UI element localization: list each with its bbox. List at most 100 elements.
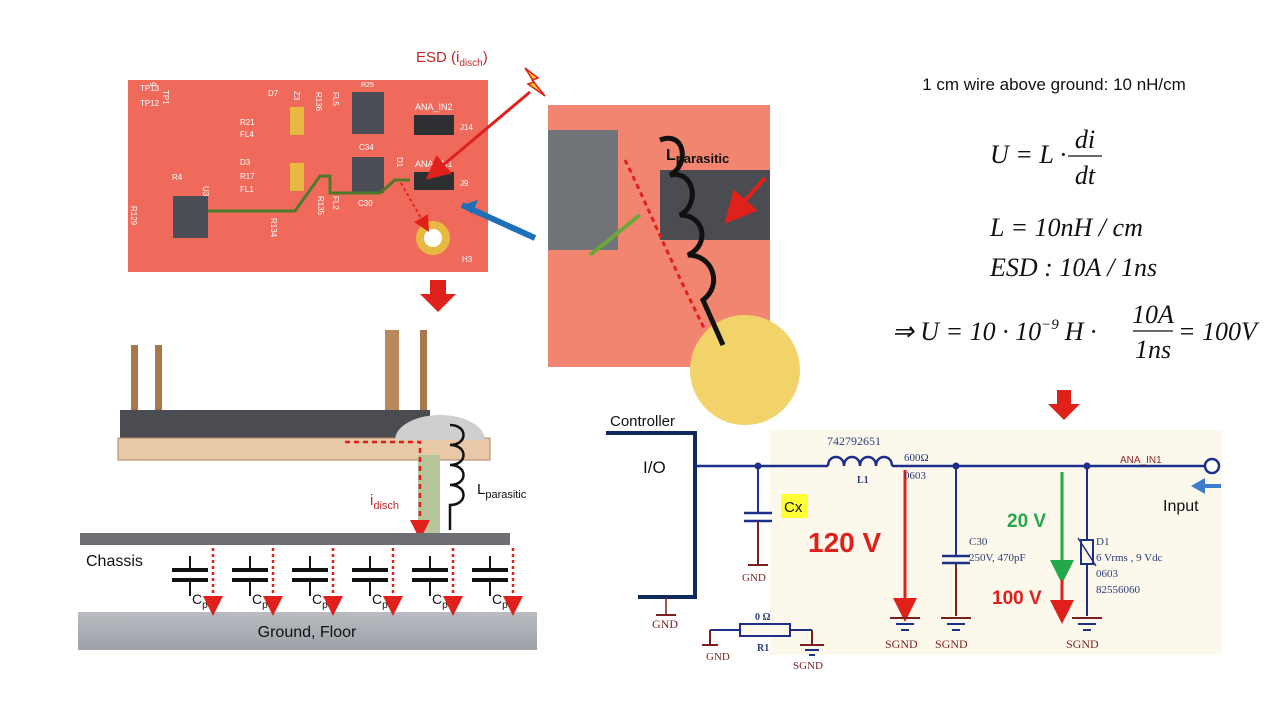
c30-value: 250V, 470pF: [969, 552, 1026, 564]
eq1-denominator: dt: [1075, 161, 1096, 190]
cp-capacitor: Cp: [172, 548, 223, 616]
input-arrow-icon: [1191, 478, 1221, 494]
zoom-discharge-path: [623, 159, 707, 331]
pcb-label: R129: [129, 206, 138, 226]
pcb-label: R17: [240, 172, 255, 181]
l1-part: 742792651: [827, 434, 881, 448]
schematic: [606, 430, 1222, 656]
j9-header: [414, 172, 454, 190]
cp-capacitor: Cp: [292, 548, 343, 616]
pcb-label: TP12: [140, 99, 160, 108]
pcb-label: J9: [460, 179, 469, 188]
pcb-label: R134: [269, 218, 278, 238]
eq1-numerator: di: [1075, 125, 1095, 154]
cp-label: Cp: [492, 591, 508, 611]
voltage-100v-label: 100 V: [992, 588, 1042, 609]
l1-ref: L1: [857, 475, 869, 486]
pcb-label: J14: [460, 123, 473, 132]
pcb-label: FL5: [331, 92, 340, 106]
standoff: [418, 455, 440, 535]
net-label: ANA_IN1: [1120, 455, 1162, 466]
pin: [155, 345, 162, 445]
eq1-lhs: U = L ·: [990, 140, 1066, 169]
r1-ref: R1: [757, 643, 769, 654]
pcb-label: D1: [395, 157, 404, 168]
d1-part: 82556060: [1096, 584, 1141, 596]
inductor-symbol: [448, 423, 465, 530]
eq4-numerator: 10A: [1132, 300, 1174, 329]
pcb-label: R25: [361, 82, 374, 89]
parasitic-inductor-symbol: [659, 135, 726, 347]
sgnd-symbol: [1072, 617, 1102, 631]
cp-capacitor: Cp: [232, 548, 283, 616]
cp-label: Cp: [252, 591, 268, 611]
pcb-trace: [208, 174, 410, 213]
d1-ref: D1: [1096, 536, 1109, 548]
cp-capacitor: Cp: [412, 548, 463, 616]
sgnd-label: SGND: [793, 660, 823, 672]
l-parasitic-label: Lparasitic: [666, 147, 729, 166]
i-disch-label: idisch: [370, 492, 399, 512]
pcb-label: D3: [240, 158, 251, 167]
schematic-background: [770, 430, 1222, 655]
h3-hole: [424, 229, 442, 247]
discharge-current-arrow: [345, 440, 430, 540]
pcb-label: TP1: [161, 90, 170, 105]
sgnd-symbol: [890, 617, 920, 631]
pcb-label: FL4: [240, 130, 254, 139]
cp-label: Cp: [312, 591, 328, 611]
down-arrow-icon: [420, 280, 456, 312]
chassis-label: Chassis: [86, 553, 143, 570]
esd-strike-arrow: [425, 90, 531, 180]
gnd-label: GND: [652, 617, 678, 631]
zoom-pad: [690, 315, 800, 425]
zoom-header: [660, 170, 770, 240]
zoomed-pcb-image: [548, 105, 800, 425]
gnd-label: GND: [706, 651, 730, 663]
pcb-label: R135: [316, 196, 325, 216]
eq2: L = 10nH / cm: [989, 213, 1143, 242]
eq4-denominator: 1ns: [1135, 335, 1171, 364]
controller-label: Controller: [610, 413, 675, 430]
pcb-label: C34: [359, 143, 374, 152]
d1-value: 6 Vrms , 9 Vdc: [1096, 552, 1163, 564]
pcb-label: U3: [201, 186, 210, 197]
r1-value: 0 Ω: [755, 612, 771, 623]
cp-label: Cp: [372, 591, 388, 611]
eq4-rhs: = 100V: [1178, 317, 1260, 346]
u3-chip: [173, 196, 208, 238]
pin: [420, 330, 427, 440]
down-arrow-icon: [1048, 390, 1080, 420]
cp-label: Cp: [192, 591, 208, 611]
input-terminal: [1203, 457, 1221, 475]
pcb-label: ANA_IN2: [415, 102, 453, 112]
lightning-icon: [524, 67, 546, 97]
components: [120, 410, 430, 440]
cx-highlight: [781, 494, 808, 518]
pcb-label: R4: [172, 173, 183, 182]
pcb-label: 9: [148, 82, 157, 87]
inductor-l1-symbol: [826, 455, 894, 467]
z3-part: [290, 107, 304, 135]
d1-package: 0603: [1096, 568, 1119, 580]
pcb-label: R21: [240, 118, 255, 127]
zoom-trace: [588, 213, 642, 257]
pcb-label: C30: [358, 199, 373, 208]
ground-floor: [78, 612, 537, 650]
sgnd-label: SGND: [935, 637, 968, 651]
zoom-pointer-arrowhead: [462, 200, 478, 214]
sgnd-symbol: [941, 617, 971, 631]
c30-ref: C30: [969, 536, 988, 548]
pcb-image: TP13 TP12 D7 R21 FL4 D3 R17 FL1 R4 U3 TP…: [128, 80, 488, 272]
l-parasitic-side-label: Lparasitic: [477, 481, 527, 501]
pcb-label: FL2: [331, 196, 340, 210]
l1-package: 0603: [904, 470, 927, 482]
sgnd-label: SGND: [1066, 637, 1099, 651]
sgnd-label: SGND: [885, 637, 918, 651]
input-label: Input: [1163, 498, 1199, 515]
cx-label: Cx: [784, 499, 803, 516]
pcb-label: H3: [462, 255, 473, 264]
gnd-label: GND: [742, 572, 766, 584]
